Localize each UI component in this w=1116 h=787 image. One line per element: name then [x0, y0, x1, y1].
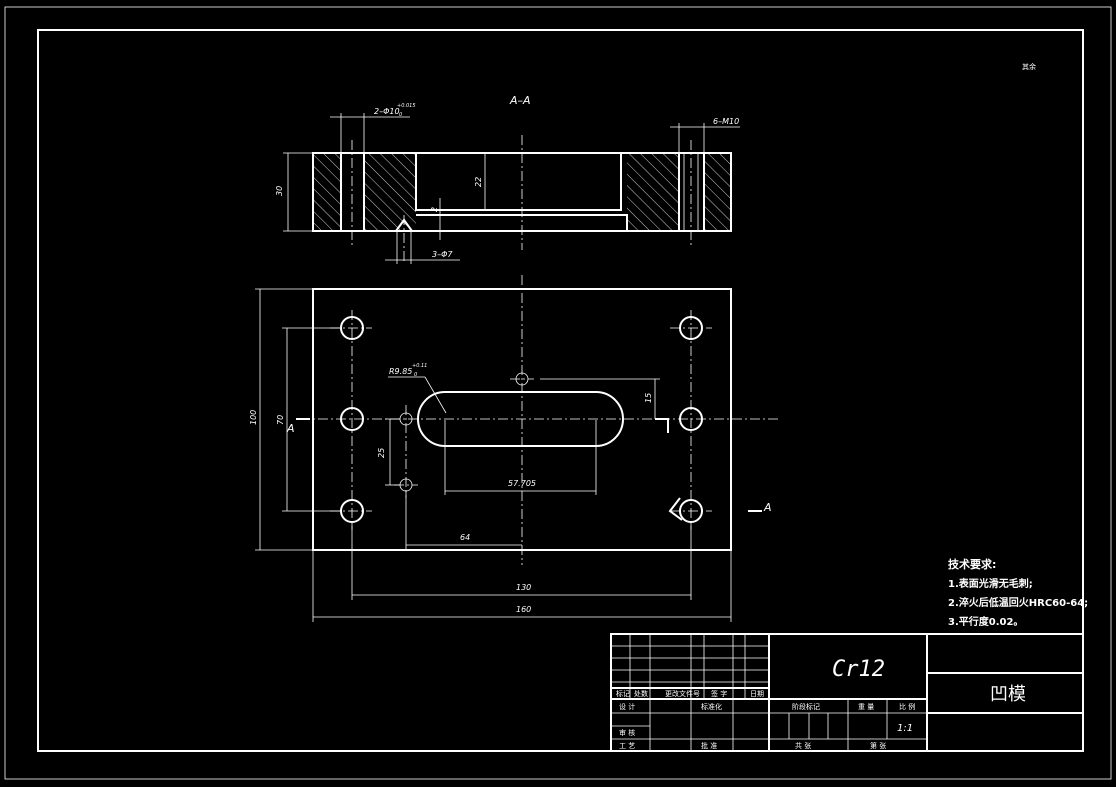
label-process: 工 艺 — [619, 742, 635, 750]
label-standard: 标准化 — [701, 702, 722, 711]
tech-requirements: 技术要求: 1.表面光滑无毛刺; 2.淬火后低温回火HRC60-64; 3.平行… — [948, 557, 1088, 628]
dim-pitch-h: 130 — [516, 583, 531, 592]
dim-holes-top: 2–Φ10 — [374, 107, 400, 116]
dim-step: 2 — [430, 207, 439, 212]
label-mark: 标记 — [616, 689, 630, 698]
dim-thickness: 30 — [275, 186, 284, 196]
label-approve: 批 准 — [701, 741, 717, 750]
section-label: A–A — [509, 94, 531, 107]
label-date: 日期 — [750, 690, 764, 698]
hatch-area — [364, 153, 416, 231]
scale-value: 1:1 — [897, 723, 913, 734]
tech-req-title: 技术要求: — [948, 557, 996, 571]
plan-view: A A 100 70 R9.85 +0.11 0 15 25 57.705 — [249, 275, 780, 622]
dim-slot-depth: 22 — [474, 177, 483, 187]
dim-holes-top-tol-low: 0 — [399, 112, 402, 118]
inner-frame — [37, 29, 1084, 752]
outer-border — [4, 6, 1112, 780]
section-marker-right: A — [763, 501, 772, 514]
dim-width: 100 — [249, 410, 258, 425]
corner-mark: 其余 — [1022, 62, 1036, 71]
dim-pin-offset: 25 — [377, 448, 386, 458]
tech-req-item: 2.淬火后低温回火HRC60-64; — [948, 596, 1088, 609]
dim-slot-radius-tol-low: 0 — [414, 372, 417, 378]
label-design: 设 计 — [619, 702, 635, 711]
label-sheet-no: 第 张 — [870, 741, 886, 750]
dim-slot-offset: 15 — [644, 393, 653, 403]
hatch-area — [704, 153, 730, 231]
label-review: 审 核 — [619, 728, 635, 737]
tech-req-item: 1.表面光滑无毛刺; — [948, 577, 1033, 590]
dim-slot-radius: R9.85 — [389, 367, 412, 376]
section-view: 2–Φ10 +0.015 0 6–M10 30 22 2 3–Φ7 — [275, 103, 740, 264]
cut-mark — [668, 497, 683, 521]
dim-length: 160 — [516, 605, 531, 614]
label-file-no: 更改文件号 — [665, 689, 700, 698]
tech-req-item: 3.平行度0.02。 — [948, 615, 1023, 628]
label-count: 处数 — [634, 689, 648, 698]
label-scale: 比 例 — [899, 702, 915, 711]
slot-cut — [415, 153, 622, 211]
hatch-area — [627, 153, 679, 231]
title-block: Cr12 凹模 1:1 标记 处数 更改文件号 签 字 日期 设 计 标准化 阶… — [610, 633, 1084, 752]
cut-mark — [655, 418, 669, 433]
hatch-area — [313, 153, 341, 231]
dim-slot-length: 57.705 — [508, 479, 536, 488]
dim-pitch-v: 70 — [276, 415, 285, 425]
label-stage-mark: 阶段标记 — [792, 702, 820, 711]
section-marker-left: A — [286, 422, 295, 435]
part-name: 凹模 — [990, 684, 1026, 705]
label-weight: 重 量 — [858, 703, 874, 711]
label-sign: 签 字 — [711, 689, 727, 698]
dim-holes-top-tol: +0.015 — [397, 103, 416, 109]
material: Cr12 — [832, 657, 885, 682]
dim-slot-radius-tol: +0.11 — [412, 363, 427, 369]
dim-threads: 6–M10 — [713, 117, 739, 126]
dim-pin-x: 64 — [460, 533, 470, 542]
step-line — [416, 214, 628, 231]
title-block-frame — [610, 633, 1084, 752]
dim-pins: 3–Φ7 — [432, 250, 453, 259]
label-sheets-total: 共 张 — [795, 741, 811, 750]
